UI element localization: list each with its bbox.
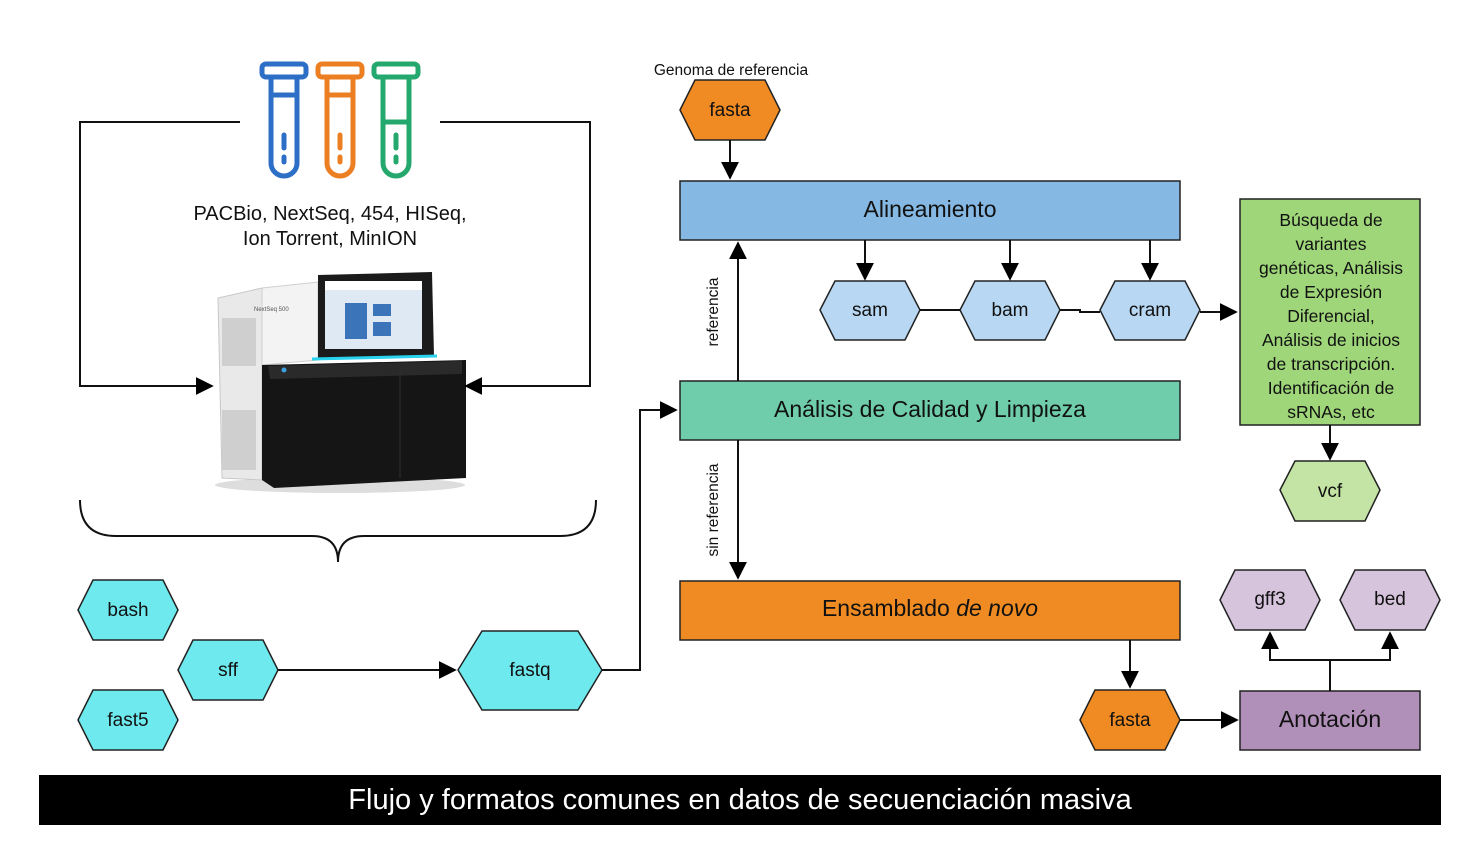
gff3-node[interactable] [1219, 569, 1321, 631]
blue-tube-icon [259, 61, 309, 179]
quality-label: Análisis de Calidad y Limpieza [774, 396, 1086, 422]
reference-genome-label: Genoma de referencia [654, 62, 809, 79]
no-reference-edge-label: sin referencia [705, 463, 722, 556]
assembly-box[interactable] [679, 580, 1181, 641]
platforms-line-2: Ion Torrent, MinION [242, 228, 418, 250]
curly-brace [79, 499, 597, 563]
bash-node[interactable] [77, 579, 179, 641]
quality-box[interactable] [679, 380, 1181, 441]
fasta-output-label: fasta [1109, 710, 1151, 731]
annotation-label: Anotación [1279, 706, 1381, 732]
orange-tube-icon [315, 61, 365, 179]
analysis-text: Búsqueda de variantes genéticas, Análisi… [1242, 208, 1420, 424]
figure-caption: Flujo y formatos comunes en datos de sec… [39, 775, 1441, 825]
analysis-line: sRNAs, etc [1287, 402, 1375, 422]
analysis-line: de Expresión [1279, 282, 1383, 302]
device-model-label: NextSeq 500 [254, 307, 289, 313]
green-tube-icon [371, 61, 421, 179]
fasta-reference-label: fasta [709, 100, 751, 121]
analysis-line: Análisis de inicios [1261, 330, 1401, 350]
cram-node[interactable] [1099, 280, 1201, 341]
bed-node[interactable] [1339, 569, 1441, 631]
platform-connector-lines [79, 121, 591, 395]
assembly-label: Ensamblado de novo [822, 595, 1038, 621]
analysis-line: de transcripción. [1266, 354, 1396, 374]
analysis-box[interactable] [1239, 198, 1421, 426]
vcf-node[interactable] [1279, 460, 1381, 522]
fast5-node[interactable] [77, 689, 179, 751]
sequencer-device-icon: NextSeq 500 [215, 272, 466, 493]
flow-arrows [278, 140, 1399, 729]
alignment-box[interactable] [679, 180, 1181, 241]
platforms-text: PACBio, NextSeq, 454, HISeq, Ion Torrent… [150, 202, 510, 252]
fastq-label: fastq [509, 660, 550, 681]
platforms-line-1: PACBio, NextSeq, 454, HISeq, [193, 203, 467, 225]
analysis-line: Búsqueda de [1279, 210, 1383, 230]
gff3-label: gff3 [1254, 589, 1285, 610]
sff-label: sff [218, 660, 238, 681]
fasta-reference-node[interactable] [679, 79, 781, 141]
analysis-line: variantes [1295, 234, 1367, 254]
bed-label: bed [1374, 589, 1406, 610]
analysis-line: Identificación de [1267, 378, 1395, 398]
test-tubes-icon [259, 61, 421, 179]
annotation-box[interactable] [1239, 690, 1421, 751]
bash-label: bash [107, 600, 148, 621]
fast5-label: fast5 [107, 710, 148, 731]
vcf-label: vcf [1318, 481, 1343, 502]
sam-label: sam [852, 300, 888, 321]
analysis-line: Diferencial, [1287, 306, 1375, 326]
analysis-line: genéticas, Análisis [1259, 258, 1403, 278]
alignment-label: Alineamiento [864, 196, 997, 222]
bam-label: bam [992, 300, 1029, 321]
reference-edge-label: referencia [705, 277, 722, 346]
cram-label: cram [1129, 300, 1171, 321]
